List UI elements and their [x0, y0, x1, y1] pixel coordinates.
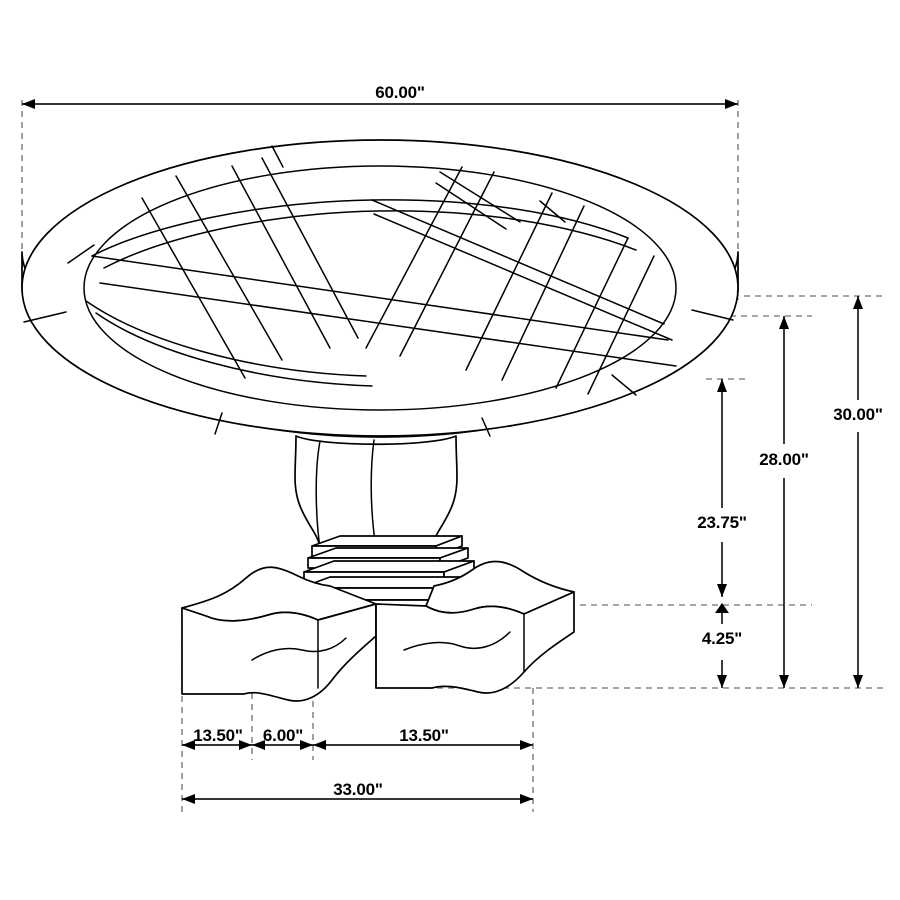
- dimension-foot-chain: 13.50" 6.00" 13.50": [182, 726, 533, 750]
- dimension-label-column-height: 23.75": [697, 513, 746, 532]
- dimension-label-top-width: 60.00": [375, 83, 424, 102]
- dimension-apron-height: 28.00": [759, 316, 809, 688]
- foot-front-left-contour: [251, 637, 347, 661]
- foot-front-left: [181, 603, 377, 702]
- foot-front-right-contour: [403, 631, 511, 651]
- dimension-label-overall-height: 30.00": [833, 405, 882, 424]
- dimension-base-height: 4.25": [702, 603, 742, 688]
- pedestal-feet: [181, 560, 575, 702]
- dimension-label-foot-left: 13.50": [193, 726, 242, 745]
- table-top-plank-pattern: [85, 157, 677, 395]
- dimension-label-apron-height: 28.00": [759, 450, 808, 469]
- dimension-top-width: 60.00": [22, 83, 738, 109]
- dimension-column-height: 23.75": [697, 379, 747, 597]
- dimension-label-foot-right: 13.50": [399, 726, 448, 745]
- dimension-label-base-height: 4.25": [702, 629, 742, 648]
- pedestal-urn: [294, 435, 458, 549]
- dimension-base-width: 33.00": [182, 780, 533, 804]
- table-top-surface: [21, 139, 739, 437]
- dimension-overall-height: 30.00": [833, 296, 883, 688]
- dimension-label-base-width: 33.00": [333, 780, 382, 799]
- base-height-arrow-up: [715, 603, 729, 613]
- pedestal-urn-left-seam: [315, 440, 321, 549]
- pedestal-column: [294, 435, 458, 549]
- table-top: [21, 139, 739, 438]
- table-top-ring-joints: [23, 145, 734, 437]
- table-top-inner-ring: [83, 165, 677, 411]
- dimension-label-foot-center: 6.00": [263, 726, 303, 745]
